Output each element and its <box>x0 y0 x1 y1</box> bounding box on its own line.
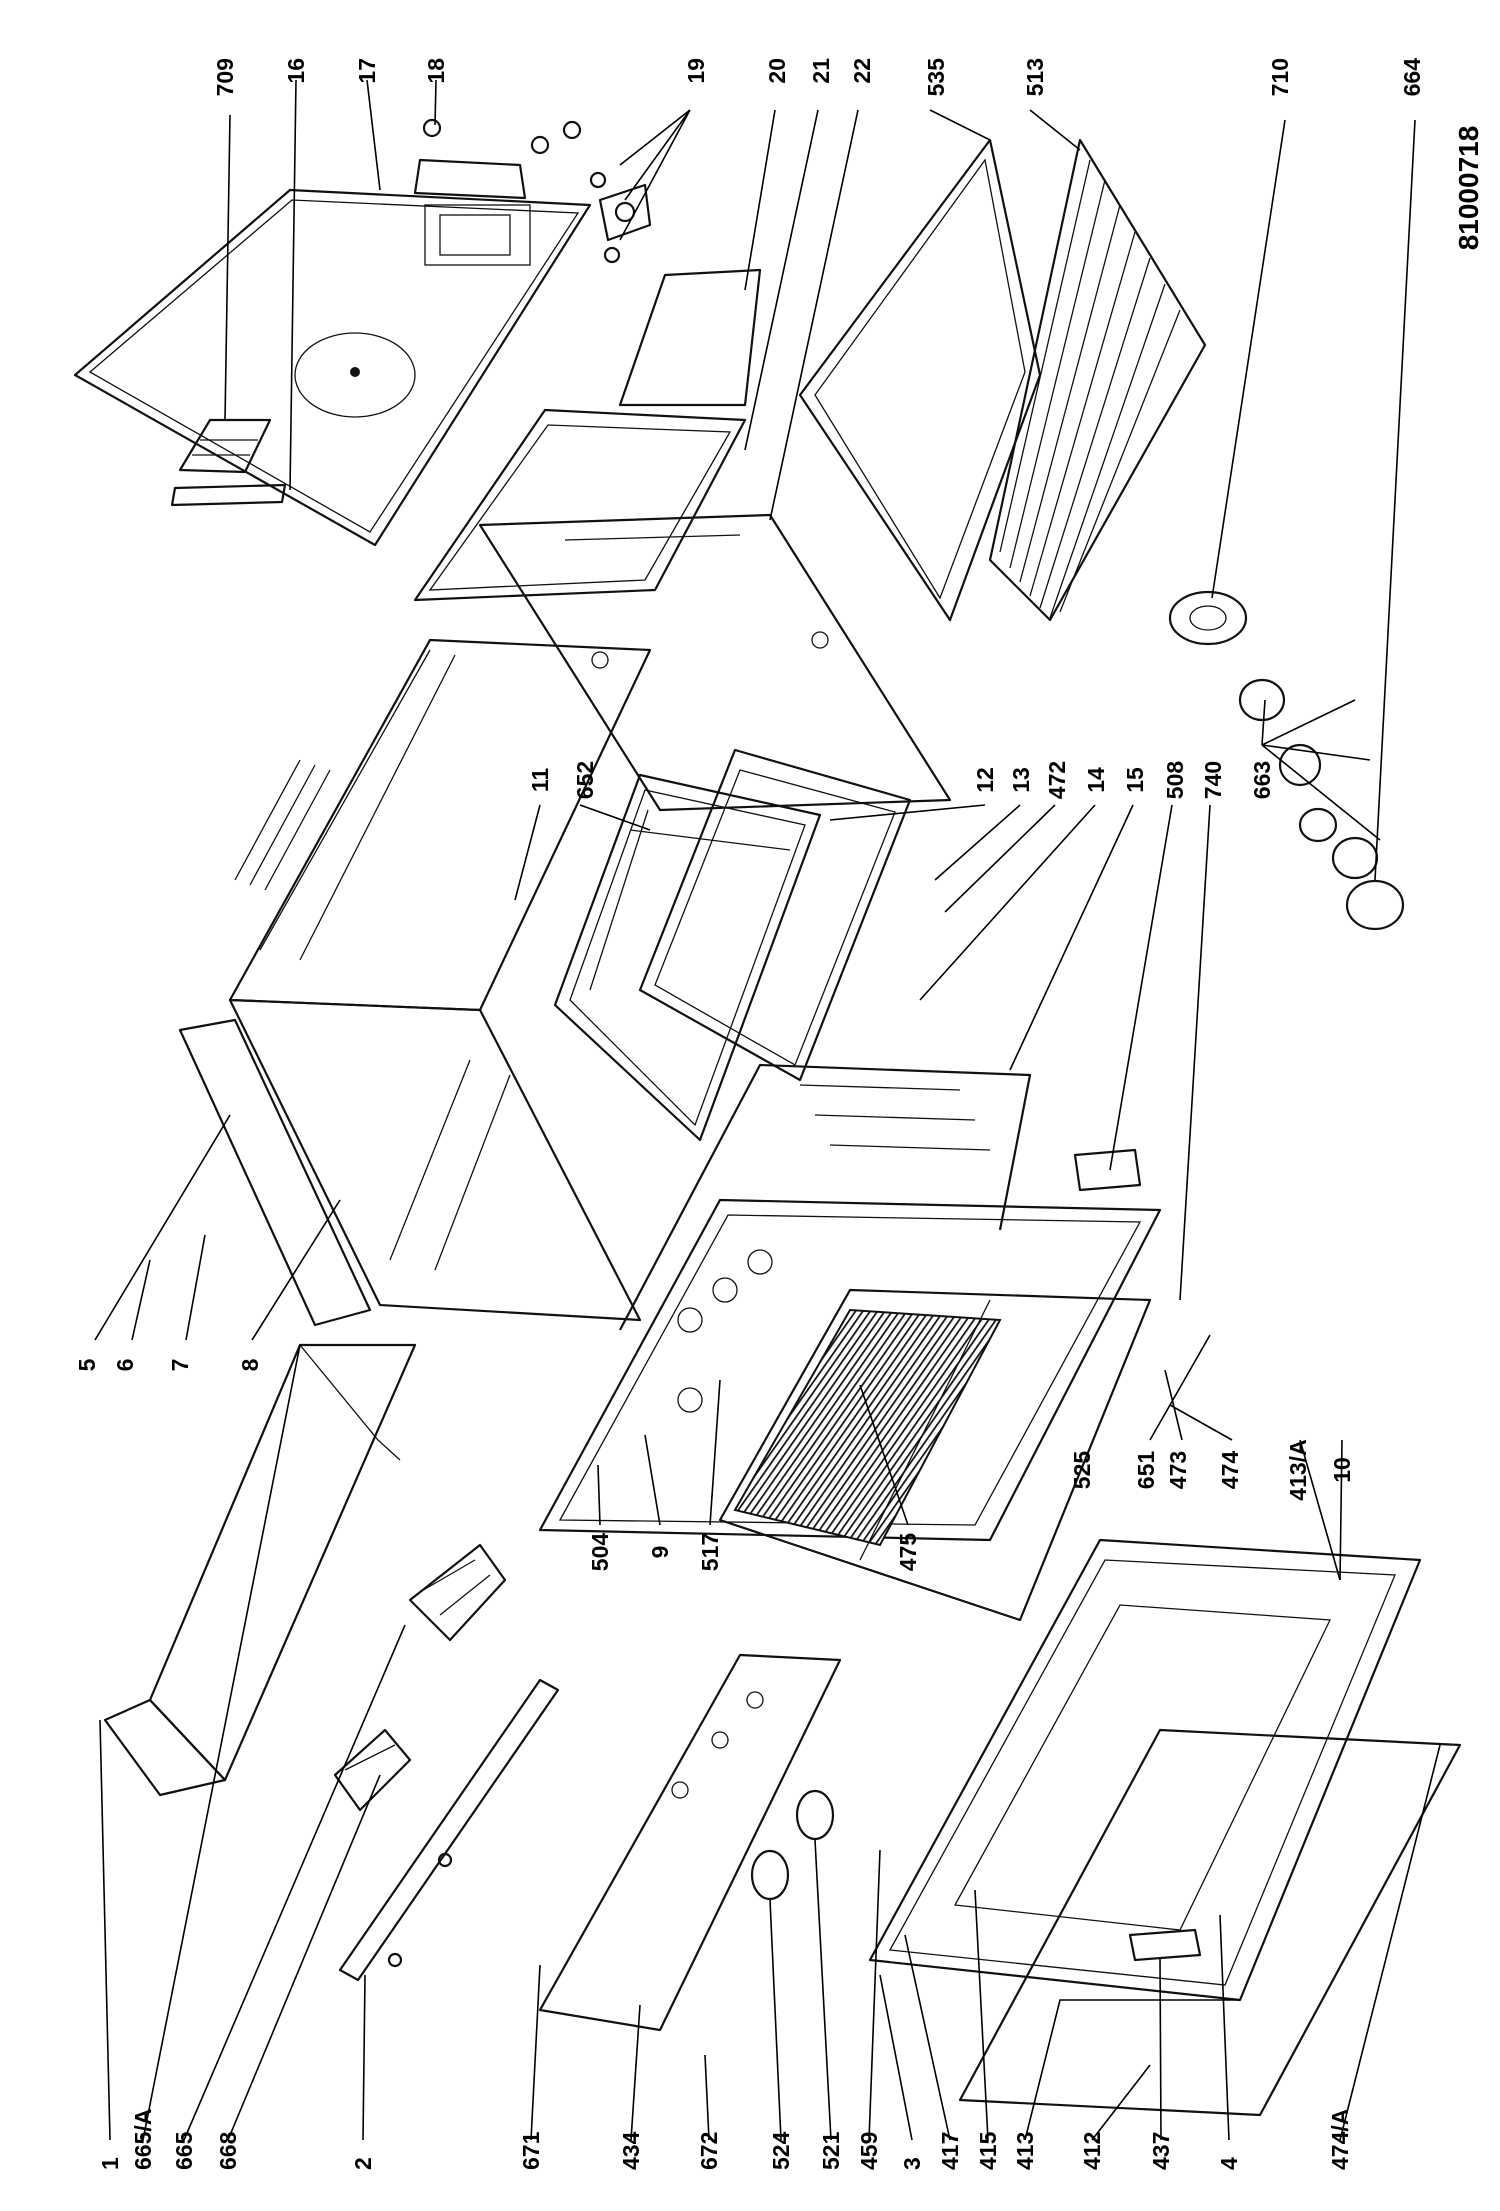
part-668-thermostat <box>333 1728 412 1812</box>
callout-11: 11 <box>527 768 553 793</box>
callout-474: 474 <box>1217 1451 1243 1490</box>
callout-663: 663 <box>1249 761 1275 799</box>
callout-4: 4 <box>1216 2157 1242 2170</box>
callout-8: 8 <box>237 1358 263 1371</box>
part-663-knob-spindle <box>1238 678 1379 880</box>
callout-413-a: 413/A <box>1285 1439 1311 1500</box>
callout-17: 17 <box>354 58 380 84</box>
callout-508: 508 <box>1162 761 1188 800</box>
callout-709: 709 <box>212 58 238 96</box>
callout-20: 20 <box>764 58 790 84</box>
callout-15: 15 <box>1122 767 1148 793</box>
callout-475: 475 <box>895 1533 921 1572</box>
callout-412: 412 <box>1079 2132 1105 2170</box>
callout-504: 504 <box>587 1533 613 1572</box>
part-19-bracket <box>422 118 652 264</box>
part-665-selector-switch <box>408 1543 507 1642</box>
callout-19: 19 <box>683 58 709 84</box>
callout-472: 472 <box>1044 761 1070 799</box>
part-top-chassis <box>178 638 652 1327</box>
part-2-rail <box>338 1678 560 1982</box>
callout-668: 668 <box>215 2131 241 2170</box>
callout-710: 710 <box>1267 58 1293 96</box>
part-15-cavity-liner <box>619 1063 1142 1331</box>
callout-417: 417 <box>937 2132 963 2170</box>
part-513-wire-shelf <box>988 138 1207 622</box>
callout-671: 671 <box>518 2131 544 2170</box>
part-521-knob <box>795 1789 835 1841</box>
callout-740: 740 <box>1200 761 1226 799</box>
callout-14: 14 <box>1083 767 1109 793</box>
callout-413: 413 <box>1012 2132 1038 2170</box>
callout-1: 1 <box>97 2157 123 2170</box>
part-437-hinge <box>1128 1928 1202 1962</box>
callout-434: 434 <box>618 2131 644 2170</box>
callout-16: 16 <box>283 58 309 84</box>
callout-459: 459 <box>856 2132 882 2170</box>
part-21-oven-cavity-side <box>413 408 747 602</box>
callout-10: 10 <box>1329 1457 1355 1483</box>
callout-9: 9 <box>647 1546 673 1559</box>
callout-labels-top-row: 709 16 17 18 19 20 21 22 535 513 710 664 <box>212 58 1425 97</box>
callout-2: 2 <box>350 2157 376 2170</box>
callout-12: 12 <box>972 767 998 793</box>
callout-664: 664 <box>1399 58 1425 97</box>
part-710-knob-bezel <box>1168 590 1248 646</box>
callout-473: 473 <box>1165 1451 1191 1489</box>
callout-535: 535 <box>923 58 949 97</box>
callout-7: 7 <box>167 1359 193 1372</box>
callout-651: 651 <box>1133 1451 1159 1490</box>
part-517-oven-door-glass <box>718 1288 1152 1622</box>
callout-3: 3 <box>899 2157 925 2170</box>
callout-665-a: 665/A <box>130 2109 156 2170</box>
part-652-door-gasket <box>553 748 912 1142</box>
part-709-terminal-block <box>178 418 272 474</box>
part-412-inner-glass <box>958 1728 1462 2117</box>
callout-474-a: 474/A <box>1327 2109 1353 2170</box>
part-434-control-panel <box>538 1653 842 2032</box>
callout-13: 13 <box>1008 767 1034 793</box>
callout-521: 521 <box>818 2131 844 2170</box>
callout-652: 652 <box>572 761 598 799</box>
callout-525: 525 <box>1069 1451 1095 1490</box>
part-1-top-cover <box>103 1343 417 1797</box>
part-drawings <box>73 118 1462 2117</box>
callout-415: 415 <box>975 2131 1001 2170</box>
part-22-cover-plate <box>478 513 952 812</box>
callout-6: 6 <box>112 1359 138 1372</box>
callout-5: 5 <box>74 1358 100 1371</box>
part-413-oven-door <box>868 1538 1422 2002</box>
callout-18: 18 <box>423 58 449 84</box>
part-664-control-knob <box>1345 879 1405 931</box>
callout-21: 21 <box>808 58 834 84</box>
part-17-rear-panel <box>73 158 592 547</box>
callout-513: 513 <box>1022 58 1048 96</box>
callout-517: 517 <box>697 1533 723 1571</box>
part-20-side-bracket <box>618 268 762 407</box>
callout-22: 22 <box>849 58 875 84</box>
callout-665: 665 <box>171 2131 197 2170</box>
callout-labels-bottom-row: 1 665/A 665 668 2 671 434 672 524 521 459 3 417 415 41… <box>97 2109 1353 2170</box>
leader-lines <box>94 79 1441 2141</box>
callout-672: 672 <box>696 2132 722 2170</box>
callout-437: 437 <box>1148 2132 1174 2170</box>
document-code: 81000718 <box>1453 126 1484 251</box>
callout-524: 524 <box>768 2131 794 2170</box>
part-524-knob <box>750 1849 790 1901</box>
